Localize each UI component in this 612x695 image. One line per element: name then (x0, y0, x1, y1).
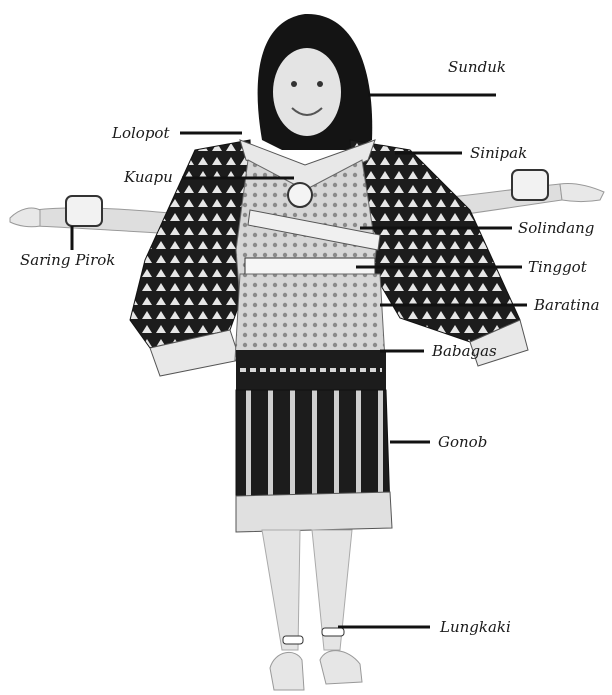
face (273, 48, 341, 136)
baratina-blouse (235, 274, 385, 360)
label-saring-pirok: Saring Pirok (20, 253, 115, 268)
lungkaki-anklet-left (283, 636, 303, 644)
feet (270, 651, 362, 690)
label-sunduk: Sunduk (448, 60, 506, 75)
tinggot-belt (245, 258, 375, 274)
label-tinggot: Tinggot (528, 260, 587, 275)
label-gonob: Gonob (438, 435, 487, 450)
right-bangle (512, 170, 548, 200)
right-hand (560, 183, 604, 201)
label-babagas: Babagas (432, 344, 497, 359)
kuapu-pendant (288, 183, 312, 207)
label-lolopot: Lolopot (112, 126, 169, 141)
label-baratina: Baratina (534, 298, 600, 313)
label-sinipak: Sinipak (470, 146, 527, 161)
lungkaki-anklet-right (322, 628, 344, 636)
saring-pirok-bangle (66, 196, 102, 226)
left-hand (10, 208, 40, 227)
label-kuapu: Kuapu (124, 170, 173, 185)
label-lungkaki: Lungkaki (440, 620, 511, 635)
label-solindang: Solindang (518, 221, 594, 236)
